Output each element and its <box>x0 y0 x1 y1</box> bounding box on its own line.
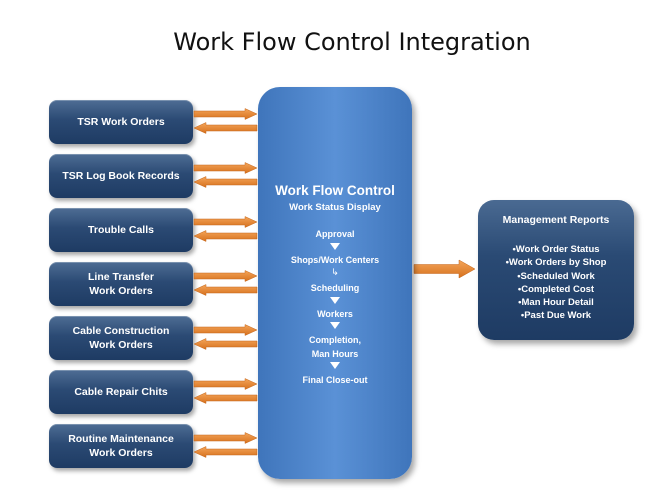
source-label-line2: Work Orders <box>89 339 153 351</box>
report-item: •Past Due Work <box>520 310 592 322</box>
step-closeout: Final Close-out <box>302 375 368 385</box>
left-arrow-icon <box>193 338 258 350</box>
down-arrow-icon <box>330 297 340 304</box>
management-reports-box: Management Reports •Work Order Status •W… <box>478 200 634 340</box>
step-shops: Shops/Work Centers <box>290 255 380 265</box>
source-label: TSR Log Book Records <box>62 170 180 182</box>
source-label: Line Transfer <box>88 271 154 283</box>
output-arrow-icon <box>413 259 476 279</box>
step-approval: Approval <box>315 229 355 239</box>
work-flow-control-box: Work Flow Control Work Status Display Ap… <box>258 87 412 479</box>
report-item: •Scheduled Work <box>517 270 595 282</box>
report-item: •Man Hour Detail <box>518 297 594 309</box>
main-subtitle: Work Status Display <box>289 202 381 213</box>
down-arrow-icon <box>330 243 340 250</box>
source-box-tsr-work-orders: TSR Work Orders <box>49 100 193 144</box>
management-title: Management Reports <box>502 214 610 226</box>
report-item: •Completed Cost <box>517 283 595 295</box>
left-arrow-icon <box>193 284 258 296</box>
step-completion: Completion, <box>309 335 361 345</box>
step-scheduling: Scheduling <box>310 283 360 293</box>
left-arrow-icon <box>193 446 258 458</box>
right-arrow-icon <box>193 108 258 120</box>
main-title: Work Flow Control <box>275 183 395 198</box>
right-arrow-icon <box>193 162 258 174</box>
source-box-tsr-log-book: TSR Log Book Records <box>49 154 193 198</box>
source-box-line-transfer: Line Transfer Work Orders <box>49 262 193 306</box>
step-completion-line2: Man Hours <box>311 349 359 359</box>
report-item: •Work Order Status <box>512 244 600 255</box>
left-arrow-icon <box>193 230 258 242</box>
source-box-trouble-calls: Trouble Calls <box>49 208 193 252</box>
right-arrow-icon <box>193 324 258 336</box>
right-arrow-icon <box>193 378 258 390</box>
source-label: Routine Maintenance <box>68 433 174 445</box>
left-arrow-icon <box>193 122 258 134</box>
report-item: •Work Orders by Shop <box>505 257 607 269</box>
right-arrow-icon <box>193 270 258 282</box>
down-arrow-icon <box>330 322 340 329</box>
left-arrow-icon <box>193 176 258 188</box>
source-label: Cable Repair Chits <box>74 386 168 398</box>
source-label: Cable Construction <box>72 325 170 337</box>
step-workers: Workers <box>317 309 353 319</box>
source-label-line2: Work Orders <box>89 285 153 297</box>
source-box-cable-construction: Cable Construction Work Orders <box>49 316 193 360</box>
left-arrow-icon <box>193 392 258 404</box>
source-box-routine-maintenance: Routine Maintenance Work Orders <box>49 424 193 468</box>
source-label: TSR Work Orders <box>77 116 165 128</box>
hook-arrow-icon: ↳ <box>331 267 339 277</box>
source-label-line2: Work Orders <box>89 447 153 459</box>
diagram-title: Work Flow Control Integration <box>173 28 531 56</box>
source-box-cable-repair-chits: Cable Repair Chits <box>49 370 193 414</box>
down-arrow-icon <box>330 362 340 369</box>
source-label: Trouble Calls <box>88 224 154 236</box>
right-arrow-icon <box>193 432 258 444</box>
right-arrow-icon <box>193 216 258 228</box>
management-list: •Work Order Status •Work Orders by Shop … <box>478 243 634 323</box>
